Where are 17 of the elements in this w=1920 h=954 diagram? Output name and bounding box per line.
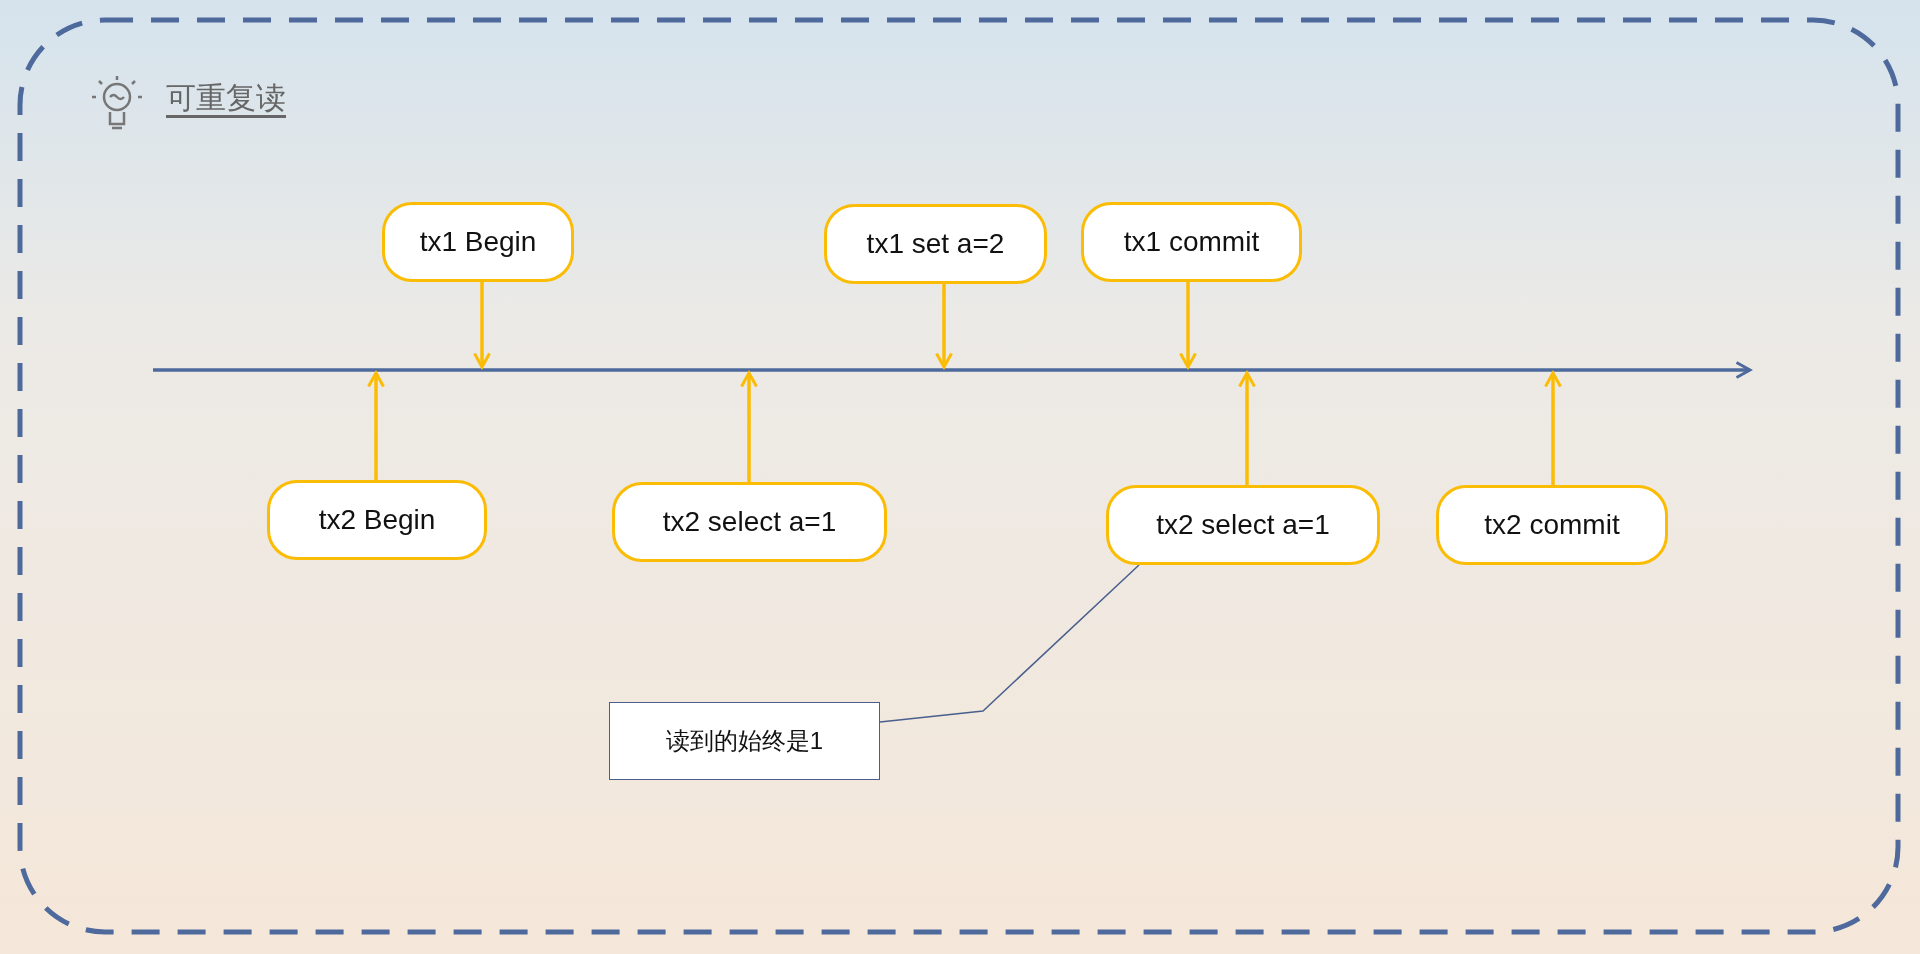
arrow [1544, 371, 1562, 485]
arrow [367, 371, 385, 480]
event-pill: tx2 Begin [267, 480, 487, 560]
event-pill: tx1 commit [1081, 202, 1302, 282]
arrow [740, 371, 758, 482]
note-box: 读到的始终是1 [609, 702, 880, 780]
arrow [935, 284, 953, 369]
event-pill: tx1 Begin [382, 202, 574, 282]
leader-line [879, 564, 1140, 723]
title: 可重复读 [166, 80, 286, 116]
event-pill: tx2 select a=1 [612, 482, 887, 562]
event-pill: tx2 select a=1 [1106, 485, 1380, 565]
event-pill: tx1 set a=2 [824, 204, 1047, 284]
event-pill: tx2 commit [1436, 485, 1668, 565]
arrow [1179, 282, 1197, 369]
arrow [473, 282, 491, 369]
arrow [1238, 371, 1256, 485]
